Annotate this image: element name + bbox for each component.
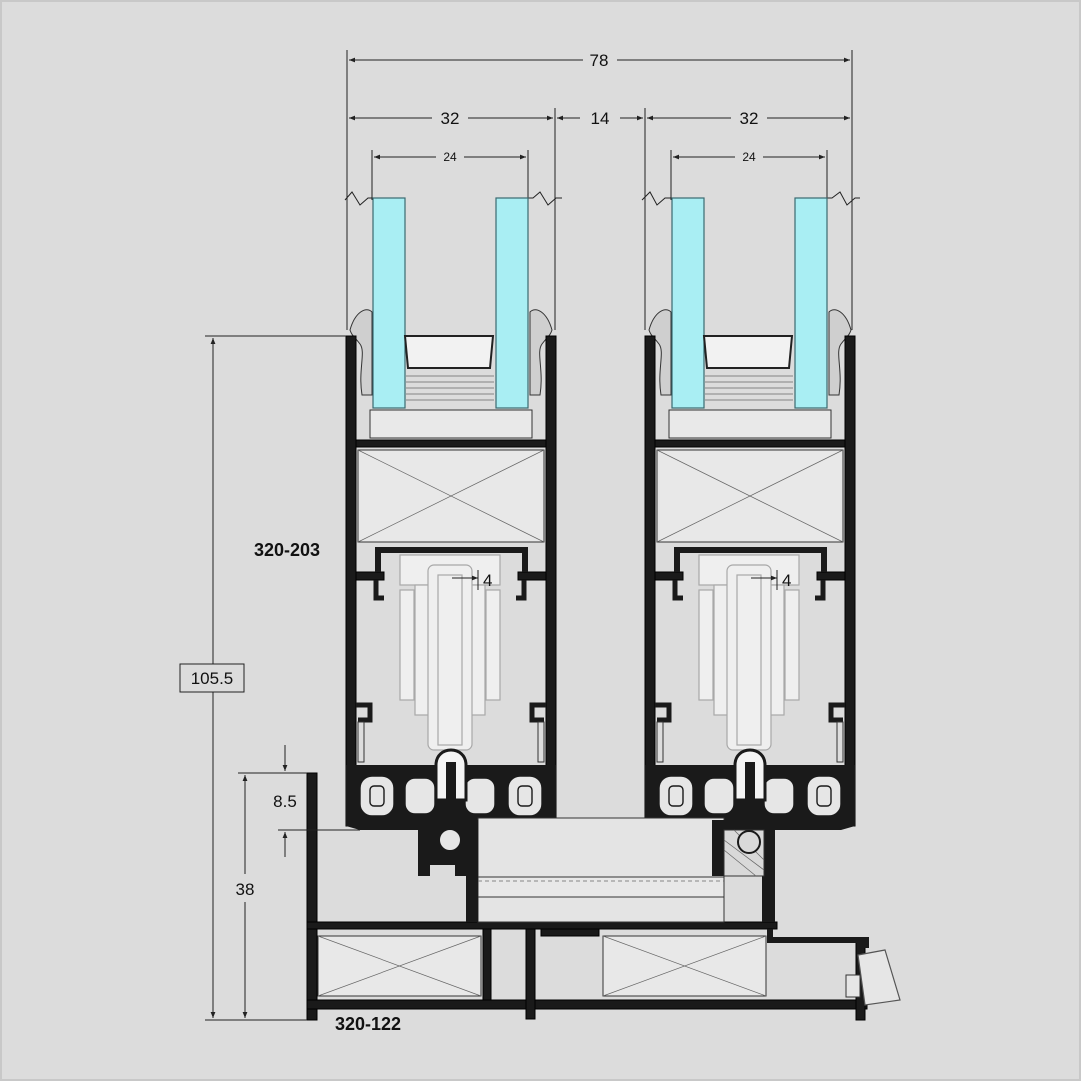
dim-total-height: 105.5 (191, 669, 234, 688)
part-label-sash: 320-203 (254, 540, 320, 560)
dim-left-glass: 24 (443, 150, 457, 164)
dim-right-offset: 4 (782, 571, 791, 590)
dim-overall-width: 78 (590, 51, 609, 70)
dim-left-sash-width: 32 (441, 109, 460, 128)
dim-right-sash-width: 32 (740, 109, 759, 128)
dim-gap: 14 (591, 109, 610, 128)
dim-frame-height: 38 (236, 880, 255, 899)
left-dimensions: 105.5 38 8.5 4 4 (179, 335, 791, 1021)
dim-overlap: 8.5 (273, 792, 297, 811)
top-dimensions: 78 32 14 32 24 24 (344, 50, 860, 330)
frame-profile (306, 772, 901, 1021)
part-label-frame: 320-122 (335, 1014, 401, 1034)
dim-left-offset: 4 (483, 571, 492, 590)
left-sash (346, 198, 556, 830)
dim-right-glass: 24 (742, 150, 756, 164)
right-sash (645, 198, 855, 830)
